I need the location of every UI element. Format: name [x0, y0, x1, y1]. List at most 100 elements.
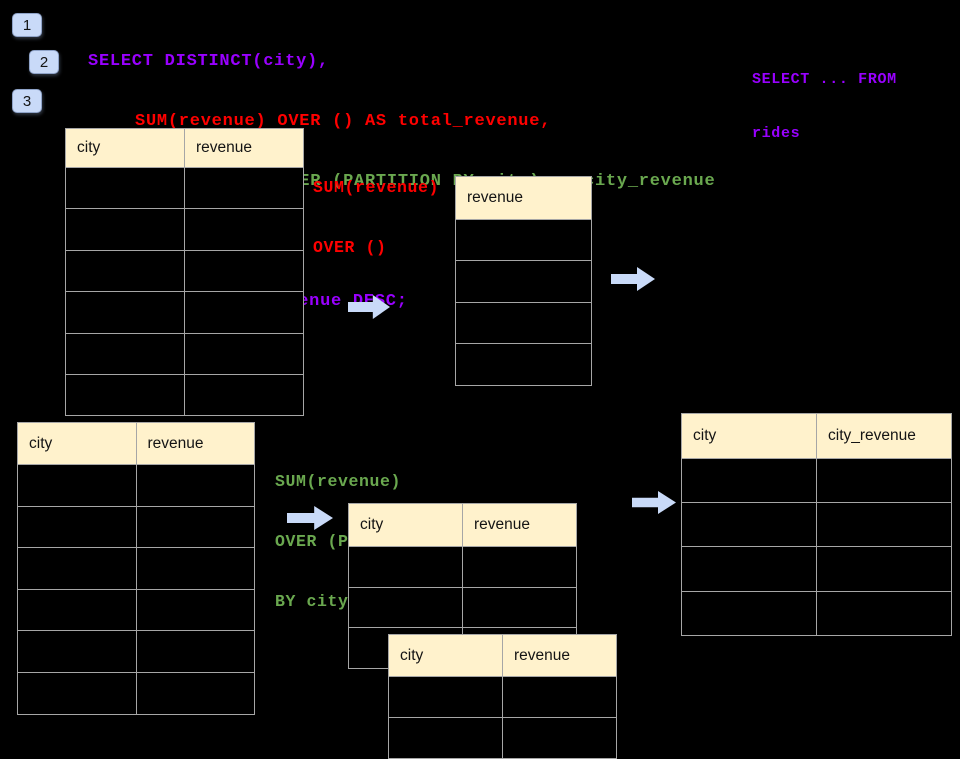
table-row [456, 301, 591, 343]
table-row [18, 505, 255, 548]
table-cell [66, 168, 185, 209]
table-row [18, 671, 255, 714]
table-cell [66, 209, 185, 250]
table-row [682, 546, 951, 591]
partition-clause-line: BY city) [275, 591, 360, 611]
side-note-line: rides [752, 125, 801, 142]
side-note-line: SELECT ... FROM [752, 71, 897, 88]
table-cell [463, 588, 576, 628]
table-row [456, 219, 591, 260]
table-header-row: city revenue [389, 635, 616, 676]
column-header: city [66, 129, 185, 167]
column-header: revenue [196, 139, 253, 156]
table-cell [349, 547, 463, 587]
table-header-row: city city_revenue [682, 414, 951, 458]
table-cell [18, 548, 137, 589]
table-cell [503, 718, 616, 758]
table-row [66, 249, 303, 292]
table-cell [817, 592, 951, 635]
table-cell [185, 168, 303, 208]
table-cell [137, 465, 255, 506]
table-row [682, 590, 951, 635]
table-row [349, 586, 576, 628]
column-header: city [389, 635, 503, 676]
column-header: revenue [147, 434, 204, 452]
table-cell [18, 465, 137, 506]
table-cell [18, 506, 137, 548]
partition-clause-line: SUM(revenue) [275, 472, 402, 491]
total-revenue-table: revenue [455, 176, 592, 386]
table-cell [185, 292, 303, 332]
table-cell [389, 677, 503, 717]
table-cell [66, 292, 185, 333]
column-header: city [682, 414, 817, 458]
table-cell [349, 587, 463, 628]
table-cell [137, 590, 255, 631]
table-cell [18, 589, 137, 631]
table-header-row: city revenue [349, 504, 576, 546]
table-row [66, 208, 303, 250]
table-cell [66, 250, 185, 292]
table-cell [682, 503, 817, 547]
arrow-right-icon [348, 295, 390, 319]
table-row [456, 260, 591, 301]
column-header: city [349, 504, 463, 546]
over-clause-line: SUM(revenue) [313, 178, 440, 197]
step-badge-3: 3 [12, 89, 42, 113]
table-cell [137, 548, 255, 589]
side-note: SELECT ... FROM rides [752, 36, 897, 161]
table-cell [682, 459, 817, 503]
table-cell [456, 220, 591, 260]
table-cell [389, 718, 503, 758]
table-row [18, 547, 254, 589]
column-header: revenue [514, 646, 571, 664]
column-header: city [18, 423, 137, 464]
column-header: revenue [467, 189, 524, 206]
table-row [66, 332, 303, 374]
table-cell [66, 374, 185, 416]
table-row [682, 458, 951, 503]
arrow-right-icon [287, 506, 333, 530]
partition-table-b: city revenue [388, 634, 617, 759]
table-cell [137, 507, 255, 548]
rides-table-top: city revenue [65, 128, 304, 417]
step-badge-1: 1 [12, 13, 42, 37]
table-cell [463, 547, 576, 587]
table-cell [682, 591, 817, 635]
arrow-right-icon [632, 491, 676, 514]
table-row [66, 291, 303, 333]
table-cell [503, 677, 616, 717]
table-cell [456, 344, 591, 384]
table-cell [66, 333, 185, 374]
table-cell [682, 547, 817, 591]
rides-table-bottom: city revenue [17, 422, 255, 715]
table-cell [456, 303, 591, 343]
step-badge-2: 2 [29, 50, 59, 74]
table-cell [817, 503, 951, 546]
table-cell [185, 334, 303, 374]
table-row [66, 373, 303, 416]
over-clause-line: OVER () [313, 237, 387, 257]
table-cell [18, 672, 137, 714]
table-row [18, 464, 254, 506]
city-revenue-result-table: city city_revenue [681, 413, 952, 636]
table-cell [817, 547, 951, 590]
table-header-row: city revenue [18, 423, 254, 464]
sql-line-select: SELECT DISTINCT(city), [88, 52, 329, 71]
table-row [456, 343, 591, 384]
table-cell [137, 673, 255, 714]
sql-line-total: SUM(revenue) OVER () AS total_revenue, [135, 112, 552, 131]
table-row [349, 546, 576, 587]
column-header: revenue [474, 516, 531, 533]
table-cell [185, 375, 303, 415]
table-header-row: city revenue [66, 129, 303, 167]
table-cell [185, 209, 303, 249]
table-row [18, 630, 254, 672]
column-header: city_revenue [828, 427, 916, 444]
arrow-right-icon [611, 267, 655, 291]
table-cell [185, 251, 303, 291]
table-row [682, 502, 951, 547]
table-row [18, 588, 255, 631]
table-header-row: revenue [456, 177, 591, 219]
table-cell [18, 631, 137, 672]
